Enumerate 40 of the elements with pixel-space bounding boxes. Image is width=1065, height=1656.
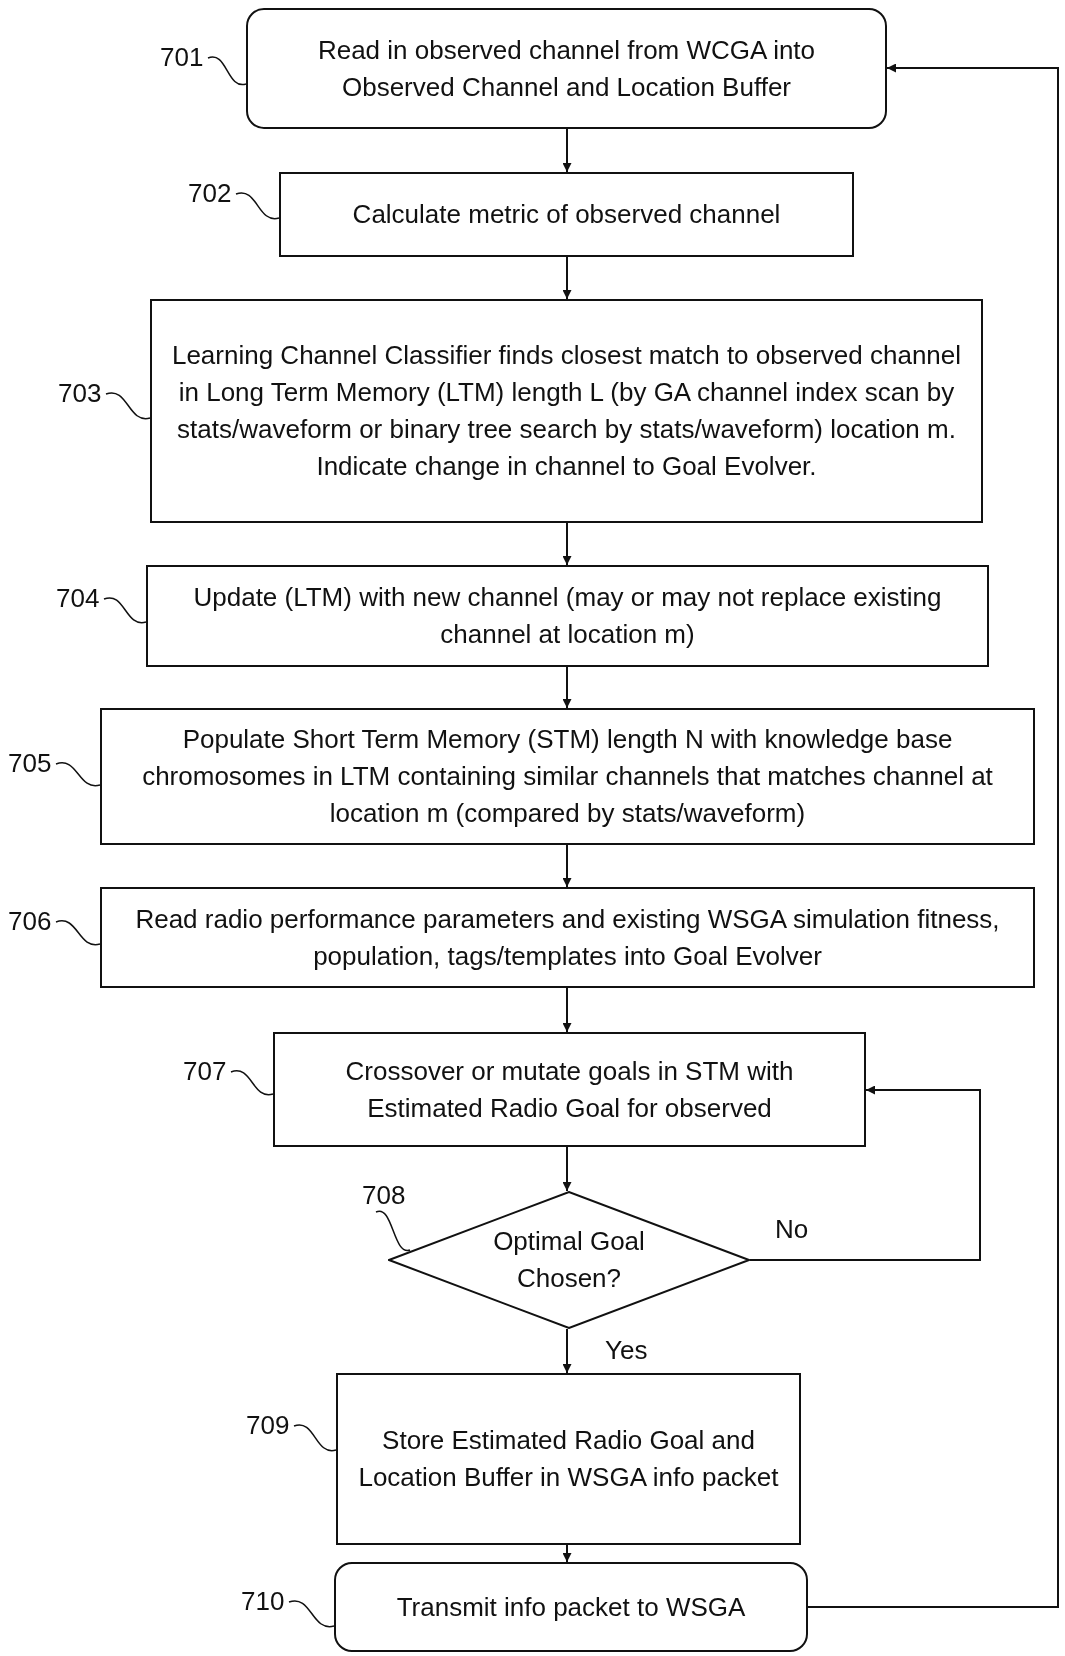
arrow [562, 1146, 572, 1192]
step-text: Learning Channel Classifier finds closest match to observed channel in Long Term Memory (LTM) length L (by GA channel index scan by stats/waveform or binary tree search by stats/waveform) location m. Indicate change in channel to Goal Evolver. [170, 339, 963, 483]
process-box [246, 8, 887, 129]
callout-number: 701 [160, 42, 204, 72]
arrow [562, 128, 572, 173]
callout-number: 703 [58, 378, 102, 408]
arrow [562, 1544, 572, 1563]
step-text: Calculate metric of observed channel [352, 198, 781, 231]
step-text: Store Estimated Radio Goal and Location Buffer in WSGA info packet [357, 1424, 780, 1494]
arrow [562, 666, 572, 709]
step-text: Read in observed channel from WCGA into Observed Channel and Location Buffer [316, 33, 817, 104]
callout-number: 705 [8, 748, 52, 778]
arrow [749, 1085, 981, 1261]
process-box [336, 1373, 801, 1545]
process-box [100, 887, 1035, 988]
step-text: Crossover or mutate goals in STM with Estimated Radio Goal for observed [344, 1054, 795, 1125]
callout-number: 708 [362, 1180, 406, 1210]
step-text: Optimal Goal Chosen? [492, 1225, 646, 1295]
process-box [334, 1562, 808, 1652]
callout-number: 709 [246, 1410, 290, 1440]
step-text: Populate Short Term Memory (STM) length N with knowledge base chromosomes in LTM containing similar channels that matches channel at location m (compared by stats/waveform) [141, 723, 994, 830]
step-text: Transmit info packet to WSGA [396, 1590, 746, 1624]
step-text: Read radio performance parameters and existing WSGA simulation fitness, population, tags/templates into Goal Evolver [134, 902, 1001, 973]
callout-number: 706 [8, 906, 52, 936]
callout-number: 702 [188, 178, 232, 208]
arrow [562, 844, 572, 888]
callout-number: 704 [56, 583, 100, 613]
arrow [807, 63, 1059, 1608]
callout-number: 707 [183, 1056, 227, 1086]
process-box [273, 1032, 866, 1147]
process-box [279, 172, 854, 257]
process-box [150, 299, 983, 523]
step-text: Update (LTM) with new channel (may or may not replace existing channel at location m) [192, 581, 943, 651]
arrow [562, 987, 572, 1033]
callout-number: 710 [241, 1586, 285, 1616]
arrow [562, 256, 572, 300]
process-box [146, 565, 989, 667]
arrow [562, 1328, 572, 1374]
arrow [562, 522, 572, 566]
process-box [100, 708, 1035, 845]
